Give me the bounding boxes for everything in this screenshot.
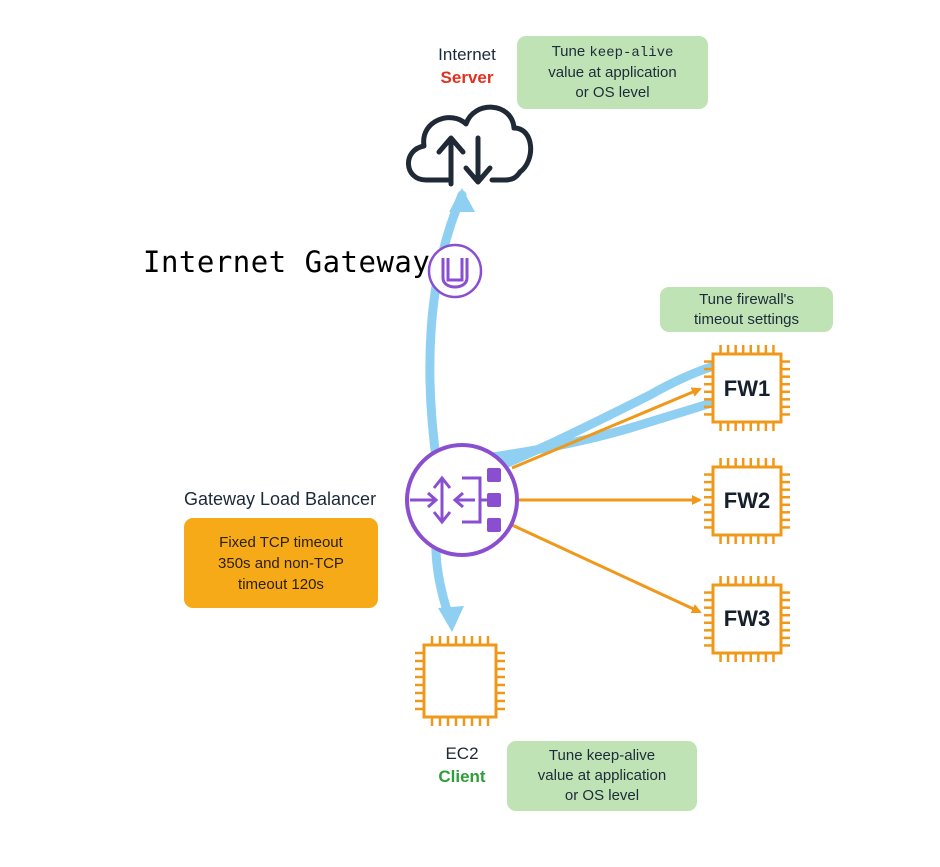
flow-arrowhead-up <box>449 188 475 212</box>
ec2-client-label: EC2 Client <box>407 742 517 788</box>
firewall-3-icon <box>704 576 790 662</box>
client-label: Client <box>438 767 486 786</box>
flow-arrowhead-down <box>438 606 464 632</box>
ec2-instance-icon <box>415 636 505 726</box>
firewall-2-icon <box>704 458 790 544</box>
gateway-load-balancer-icon <box>405 443 519 557</box>
firewall-note-line1: Tune firewall's <box>699 290 794 308</box>
internet-label: Internet <box>438 45 496 64</box>
client-note-line1: Tune keep-alive <box>548 747 656 764</box>
internet-server-label: Internet Server <box>412 43 522 89</box>
gwlb-timeout-note: Fixed TCP timeout 350s and non-TCP timeo… <box>184 518 378 608</box>
gateway-load-balancer-label: Gateway Load Balancer <box>183 489 377 509</box>
server-note-line1: Tune keep-alive <box>551 43 674 61</box>
firewall-note-line2: timeout settings <box>693 310 800 328</box>
gwlb-note-line3: timeout 120s <box>238 575 324 593</box>
gwlb-note-line1: Fixed TCP timeout <box>219 533 343 551</box>
traffic-flow-path <box>425 190 467 470</box>
client-note-line2: value at application <box>537 767 667 784</box>
ec2-label: EC2 <box>445 744 479 763</box>
gwlb-note-line2: 350s and non-TCP <box>218 554 344 572</box>
server-keepalive-note: Tune keep-alive value at application or … <box>517 36 708 109</box>
internet-gateway-label: Internet Gateway <box>143 245 431 279</box>
internet-gateway-icon <box>427 243 483 299</box>
arrow-to-fw3 <box>511 523 702 614</box>
cloud-upload-download-icon <box>406 104 534 187</box>
client-keepalive-note: Tune keep-alive value at application or … <box>507 741 697 811</box>
firewall-2-label: FW2 <box>724 488 770 513</box>
arrow-to-fw1 <box>511 387 702 470</box>
server-label: Server <box>440 68 494 87</box>
firewall-timeout-note: Tune firewall's timeout settings <box>660 287 833 332</box>
firewall-3-label: FW3 <box>724 606 770 631</box>
server-note-line2: value at application <box>548 64 677 81</box>
firewall-1-label: FW1 <box>724 376 770 401</box>
firewall-1-icon <box>704 345 790 431</box>
server-note-line3: or OS level <box>575 84 650 101</box>
client-note-line3: or OS level <box>564 787 640 804</box>
